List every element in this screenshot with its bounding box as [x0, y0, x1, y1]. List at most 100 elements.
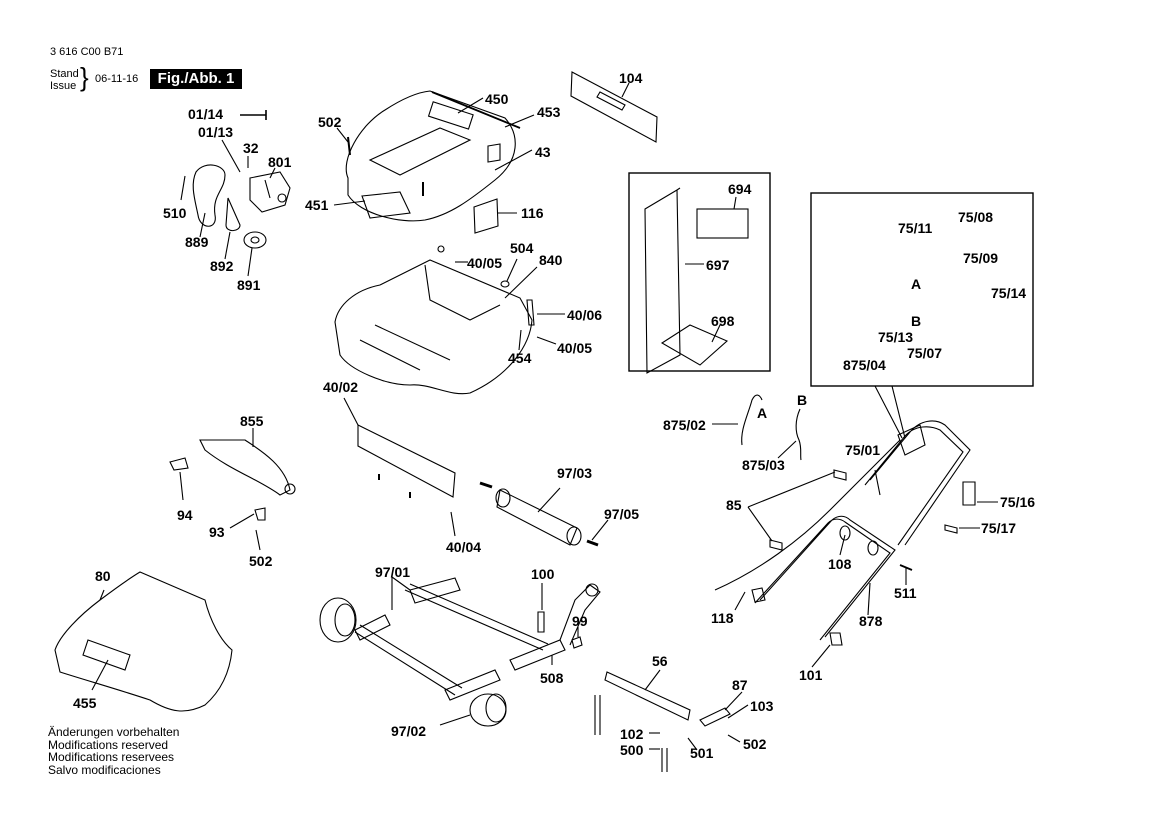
part-label-889: 889: [185, 234, 209, 250]
pulley-891: [243, 231, 267, 249]
part-label-103: 103: [750, 698, 774, 714]
part-label-875-03: 875/03: [742, 457, 785, 473]
leader-94: [179, 471, 184, 501]
leader-698: [711, 324, 721, 343]
leader-101: [811, 644, 831, 668]
switch-assembly-box: [810, 192, 1034, 387]
part-label-840: 840: [539, 252, 563, 268]
roller-97-03: [496, 489, 578, 546]
part-93: [254, 507, 266, 521]
label-450: [427, 101, 474, 130]
leader-694: [733, 196, 737, 210]
leader-840: [504, 266, 538, 299]
filter-116: [473, 198, 499, 234]
leader-892: [224, 231, 231, 260]
part-label-875-02: 875/02: [663, 417, 706, 433]
part-label-500: 500: [620, 742, 644, 758]
note-de: Änderungen vorbehalten: [48, 725, 180, 739]
bar-56: [604, 671, 691, 721]
note-en: Modifications reserved: [48, 737, 169, 752]
leader-453: [504, 114, 535, 128]
leader-878: [867, 582, 871, 616]
part-label-43: 43: [535, 144, 551, 160]
top-cover-450: [345, 90, 516, 222]
part-94: [169, 457, 189, 471]
part-label-118: 118: [711, 610, 734, 626]
leader-40-02: [343, 397, 359, 426]
part-label-694: 694: [728, 181, 752, 197]
window-451: [361, 191, 411, 219]
part-label-697: 697: [706, 257, 730, 273]
part-label-101: 101: [799, 667, 823, 683]
leader-103: [727, 704, 749, 719]
clamp-118: [751, 587, 766, 603]
axle-front: [354, 624, 463, 696]
part-label-502: 502: [318, 114, 342, 130]
part-label-80: 80: [95, 568, 111, 584]
leader-502b: [255, 529, 261, 551]
document-code: 3 616 C00 B71: [50, 46, 124, 58]
part-label-40-02: 40/02: [323, 379, 359, 395]
stand-issue-label: Stand Issue: [50, 68, 79, 92]
leader-455: [91, 659, 109, 691]
leader-510: [180, 175, 186, 201]
clip-75-16: [962, 481, 976, 506]
leader-40-05b: [536, 336, 557, 345]
lever-handle: [559, 584, 601, 646]
leader-108: [839, 534, 846, 556]
part-label-99: 99: [572, 613, 588, 629]
leader-118: [734, 591, 746, 611]
part-label-875-04: 875/04: [843, 357, 886, 373]
plate-40-02: [357, 424, 456, 498]
part-label-75-07: 75/07: [907, 345, 943, 361]
part-label-451: 451: [305, 197, 329, 213]
issue-label: Issue: [50, 80, 77, 92]
leader-502c: [727, 734, 741, 743]
part-label-502-bottom: 502: [743, 736, 767, 752]
vent: [487, 143, 501, 163]
part-label-878: 878: [859, 613, 883, 629]
part-label-104: 104: [619, 70, 643, 86]
part-label-891: 891: [237, 277, 261, 293]
screw-502: [347, 136, 351, 156]
part-label-97-02: 97/02: [391, 723, 427, 739]
switch-point-a: A: [911, 276, 922, 292]
leader-93: [229, 513, 255, 529]
leader-97-02: [439, 714, 471, 726]
part-label-501: 501: [690, 745, 714, 761]
part-label-102: 102: [620, 726, 644, 742]
leader-891: [247, 247, 253, 277]
leader-451: [333, 200, 366, 206]
switch-box-pointer: [874, 385, 906, 439]
bolt-500: [661, 748, 668, 772]
part-label-32: 32: [243, 140, 259, 156]
part-label-75-16: 75/16: [1000, 494, 1036, 510]
leader-80: [99, 589, 105, 601]
grass-box-80: [54, 571, 233, 712]
leader-97-05: [591, 519, 609, 541]
leader-75-01: [874, 469, 881, 496]
cover-889: [192, 164, 226, 227]
leader-97-01: [391, 576, 411, 610]
leader-40-04: [450, 511, 456, 537]
leader-01-14: [240, 110, 267, 120]
issue-date: 06-11-16: [95, 73, 139, 85]
bracket-97-01a: [409, 577, 461, 604]
part-label-75-14: 75/14: [991, 285, 1027, 301]
leader-450: [457, 97, 484, 114]
bracket-front-right: [444, 669, 501, 701]
leader-502: [336, 127, 349, 143]
part-label-453: 453: [537, 104, 561, 120]
part-label-85: 85: [726, 497, 742, 513]
part-label-40-06: 40/06: [567, 307, 603, 323]
modifications-notice: Änderungen vorbehalten Modifications res…: [48, 726, 179, 776]
part-label-508: 508: [540, 670, 564, 686]
plate-104: [570, 71, 658, 143]
part-label-855: 855: [240, 413, 264, 429]
part-label-108: 108: [828, 556, 852, 572]
part-label-75-08: 75/08: [958, 209, 994, 225]
leader-454: [518, 329, 522, 351]
leader-85: [747, 471, 836, 542]
part-label-87: 87: [732, 677, 748, 693]
